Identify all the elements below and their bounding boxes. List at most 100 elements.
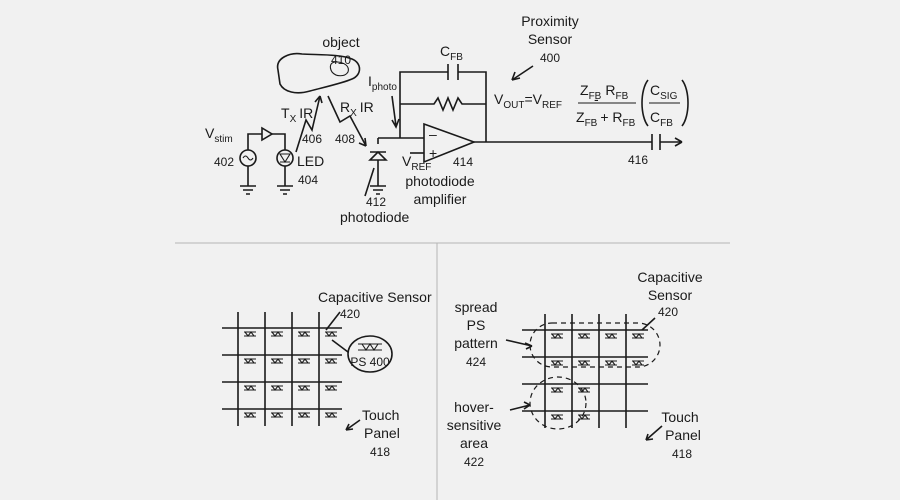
led-icon [276,149,294,167]
op-amp-minus: – [429,126,437,142]
hover-label-1: hover- [454,399,494,415]
ps-sensor-icon [271,412,283,418]
object-label: object [322,34,359,50]
ps-sensor-icon [551,414,563,420]
ps-sensor-icon [298,385,310,391]
left-sensor-grid [222,312,342,426]
ps-sensor-icon [298,331,310,337]
amplifier-label-line-2: amplifier [414,191,467,207]
feedback-capacitor-wire [399,71,487,142]
spread-label-1: spread [455,299,498,315]
ps-sensor-icon [632,333,644,339]
right-touch-panel: Capacitive Sensor 420 spread PS pattern … [447,269,703,469]
equation-lhs: VOUT=VREF [494,91,562,111]
ps-sensor-icon [244,412,256,418]
vref-label: VREF [402,153,431,173]
ps-sensor-icon [325,385,337,391]
leader-400 [511,65,534,81]
ground-icon-led [277,166,293,195]
ps-sensor-icon [271,358,283,364]
ps-400-icon [358,343,382,351]
sine-wave-icon [242,155,254,161]
ps-400-label: PS 400 [350,355,390,369]
left-ref-420: 420 [340,307,360,321]
photodiode-label: photodiode [340,209,410,225]
ps-sensor-icon [578,333,590,339]
ref-406: 406 [302,132,322,146]
ps-sensor-icon [244,385,256,391]
fingernail-icon [329,61,349,77]
ps-400-leader [331,339,349,353]
ref-404: 404 [298,173,318,187]
title-line-1: Proximity [521,13,579,29]
equation-csig: CSIG [650,82,678,102]
arrowhead-400 [511,71,521,81]
ps-sensor-icon [298,358,310,364]
ps-sensor-icon [551,387,563,393]
left-ref-418: 418 [370,445,390,459]
ref-412: 412 [366,195,386,209]
output-capacitor-icon [651,134,661,150]
left-touch-label-1: Touch [362,407,399,423]
spread-ps-pattern-outline [529,322,661,368]
vstim-label: Vstim [205,125,233,145]
ref-410: 410 [331,53,351,67]
right-leader-420 [641,317,656,331]
spread-label-2: PS [467,317,486,333]
ref-402: 402 [214,155,234,169]
ps-400-callout [347,335,393,373]
ps-sensor-icon [578,387,590,393]
ref-400: 400 [540,51,560,65]
leader-412 [364,167,375,197]
right-cap-label-1: Capacitive [637,269,703,285]
ref-416: 416 [628,153,648,167]
left-leader-420 [325,311,341,331]
right-sensor-grid [522,314,648,428]
ref-408: 408 [335,132,355,146]
feedback-resistor-icon [400,95,486,113]
equation-left-paren [641,79,649,127]
right-ref-422: 422 [464,455,484,469]
left-capacitive-sensor-label: Capacitive Sensor [318,289,432,305]
hover-sensitive-area-outline [529,376,587,430]
buffer-icon [261,126,274,142]
ps-sensor-icon [271,331,283,337]
rx-ir-zigzag [327,95,367,147]
ps-sensor-icon [578,414,590,420]
cfb-label: CFB [440,43,463,63]
equation-denominator: ZFB+ RFB [576,109,636,129]
left-touch-label-2: Panel [364,425,400,441]
ps-sensor-icon [325,331,337,337]
left-touch-panel: Capacitive Sensor 420 PS 400 Touch Panel… [222,289,432,459]
right-ref-424: 424 [466,355,486,369]
ps-sensor-icon [298,412,310,418]
ps-sensor-icon [551,360,563,366]
ps-sensor-icon [578,360,590,366]
right-ref-418: 418 [672,447,692,461]
op-amp-icon [423,122,477,164]
output-arrowhead [674,137,683,147]
iphoto-arrow [391,95,400,129]
ps-sensor-icon [244,331,256,337]
ps-sensor-icon [632,360,644,366]
led-diode-symbol [279,153,291,164]
hover-label-2: sensitive [447,417,502,433]
right-ref-420: 420 [658,305,678,319]
left-touch-leader [345,419,361,431]
right-touch-label-2: Panel [665,427,701,443]
led-label: LED [297,153,324,169]
ps-sensor-icon [605,360,617,366]
hover-label-3: area [460,435,488,451]
led-wire [272,133,286,150]
iphoto-label: Iphoto [368,73,397,93]
right-cap-label-2: Sensor [648,287,693,303]
ps-sensor-icon [605,333,617,339]
ps-sensor-icon [244,358,256,364]
amplifier-label-line-1: photodiode [405,173,475,189]
ground-icon-photodiode [370,185,386,195]
